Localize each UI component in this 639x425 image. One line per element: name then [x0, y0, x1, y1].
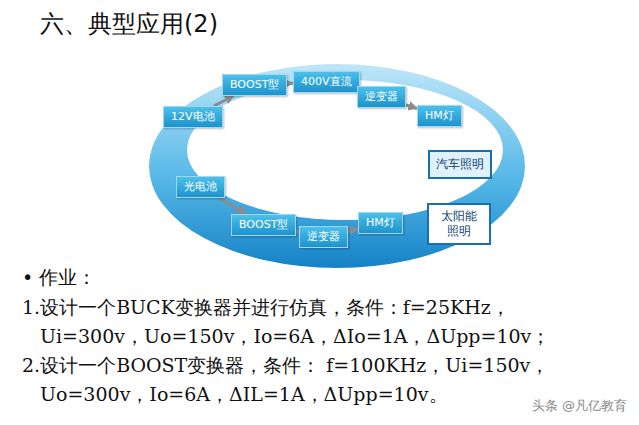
node-label: 太阳能照明	[437, 209, 481, 239]
result-box: 汽车照明	[428, 150, 492, 179]
node-label: HM灯	[366, 216, 395, 230]
flow-arrow	[406, 105, 417, 109]
flow-arrow	[219, 198, 246, 214]
process-box: HM灯	[358, 212, 403, 234]
watermark: 头条 @凡亿教育	[532, 397, 627, 415]
process-box: BOOST型	[231, 214, 296, 236]
process-box: HM灯	[417, 105, 462, 127]
ring-band	[149, 64, 525, 268]
process-box: 逆变器	[357, 86, 406, 108]
process-box: 逆变器	[299, 226, 348, 248]
flow-arrow	[214, 96, 234, 106]
result-box: 太阳能照明	[427, 203, 491, 245]
node-label: 12V电池	[171, 110, 215, 124]
homework-item: 2.设计一个BOOST变换器，条件： f=100KHz，Ui=150v，Uo=3…	[22, 351, 597, 409]
process-box: BOOST型	[222, 74, 287, 96]
flow-arrow	[348, 228, 358, 230]
node-label: BOOST型	[239, 218, 288, 232]
homework-item: 1.设计一个BUCK变换器并进行仿真，条件：f=25KHz，Ui=300v，Uo…	[22, 293, 597, 351]
process-box: 光电池	[176, 176, 225, 198]
ring-hole	[187, 80, 503, 220]
node-label: 400V直流	[301, 75, 352, 89]
node-label: 逆变器	[365, 90, 398, 104]
homework-block: • 作业：1.设计一个BUCK变换器并进行仿真，条件：f=25KHz，Ui=30…	[22, 263, 597, 409]
node-label: 逆变器	[307, 230, 340, 244]
slide-title: 六、典型应用(2)	[40, 8, 218, 40]
node-label: BOOST型	[230, 78, 279, 92]
bullet-heading: • 作业：	[22, 263, 597, 292]
node-label: 汽车照明	[436, 157, 484, 172]
process-box: 400V直流	[293, 71, 360, 93]
node-label: HM灯	[425, 109, 454, 123]
process-box: 12V电池	[163, 106, 223, 128]
node-label: 光电池	[184, 180, 217, 194]
